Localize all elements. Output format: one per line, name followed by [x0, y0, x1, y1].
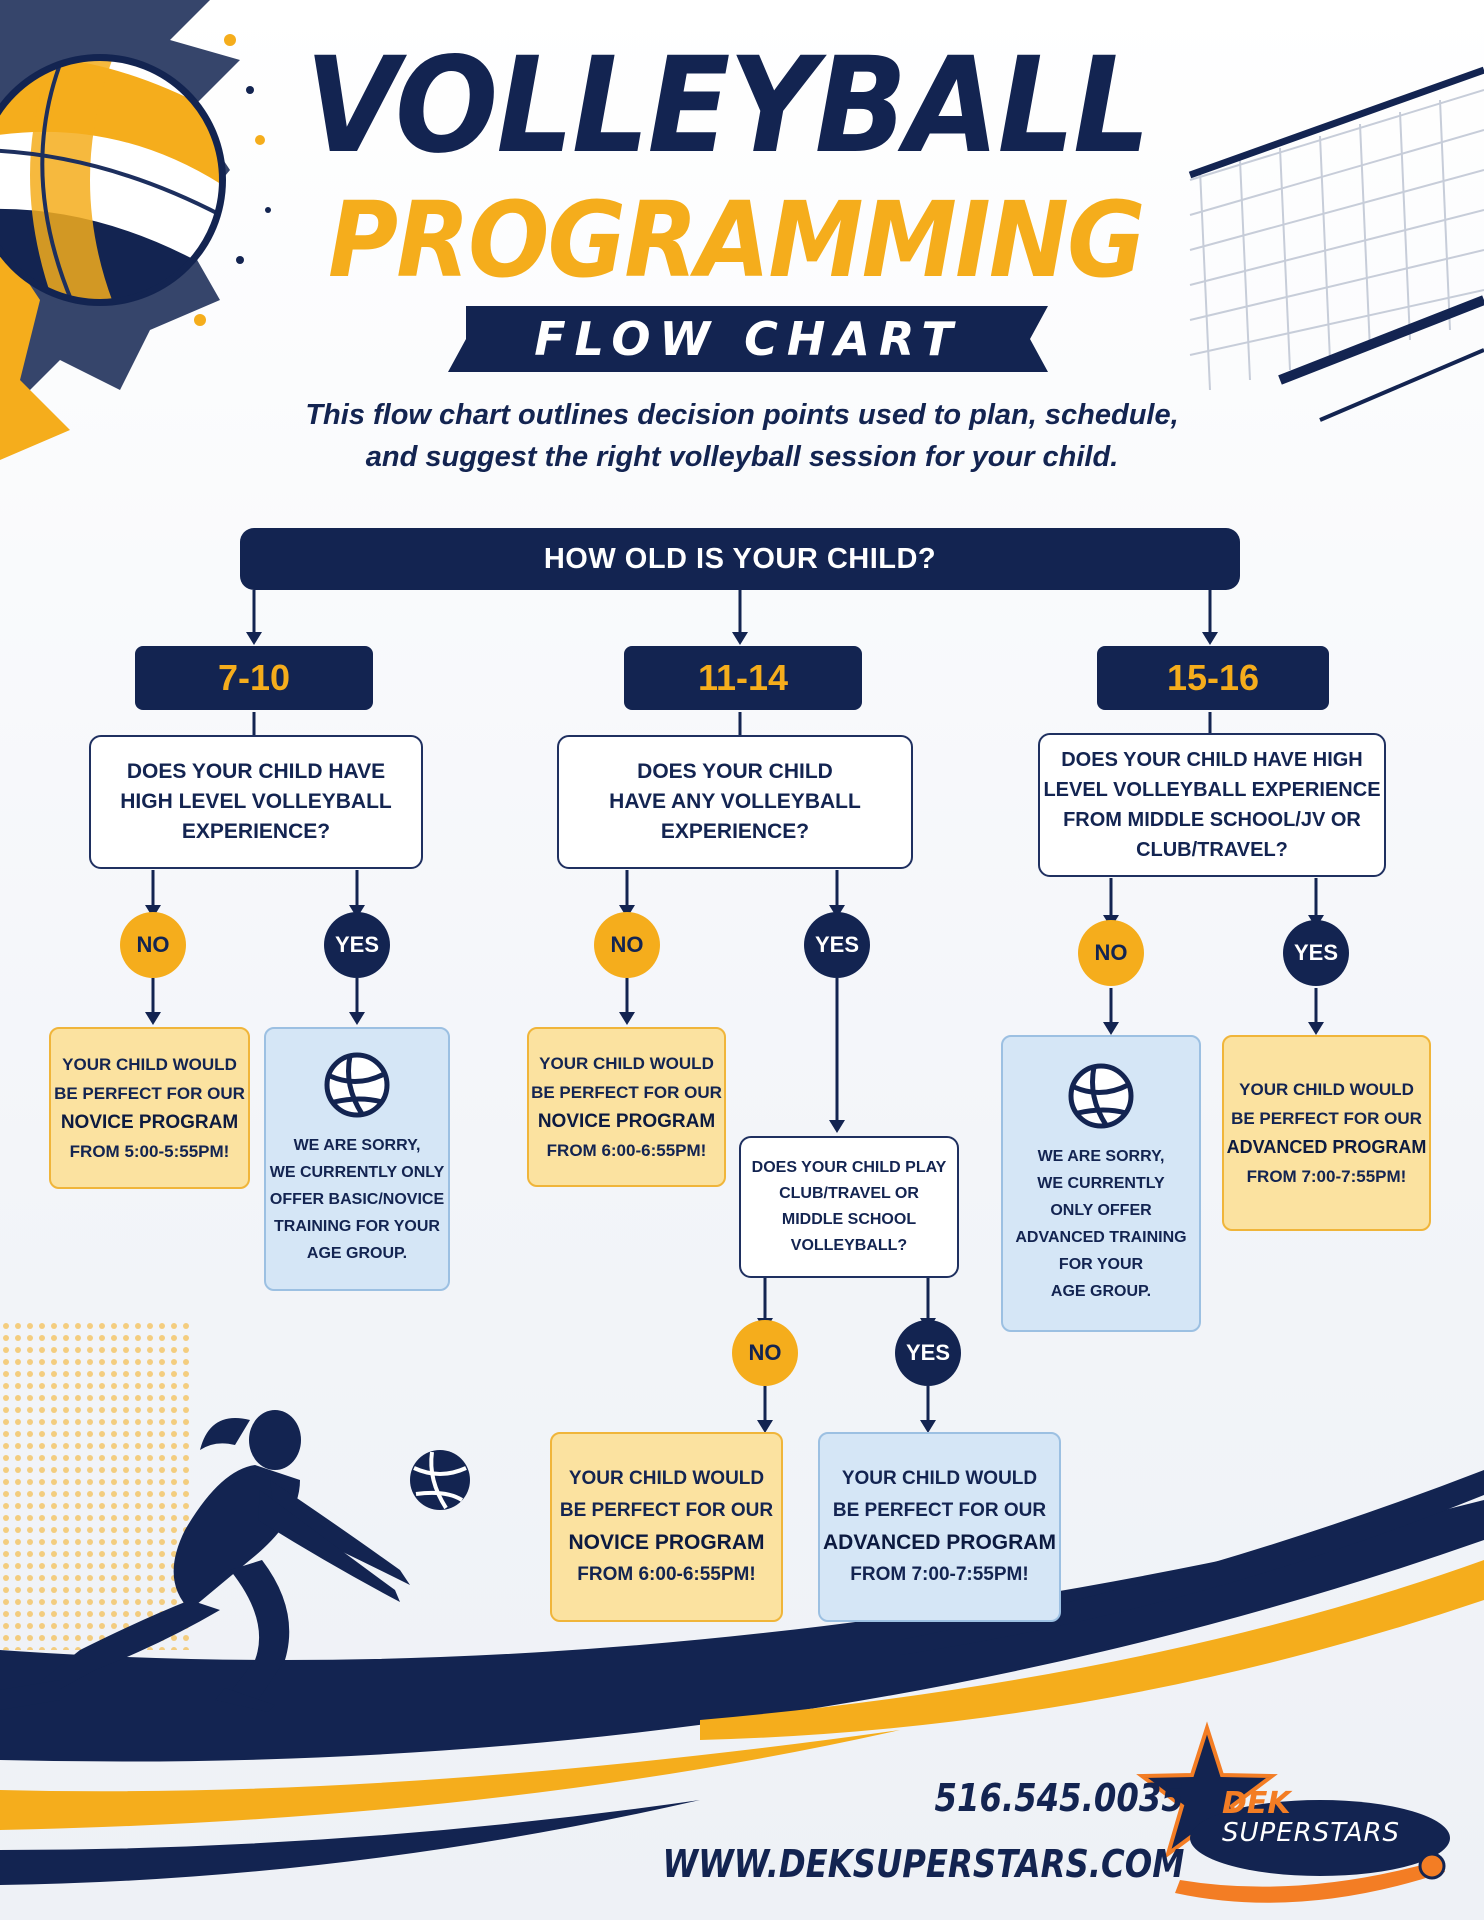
result-line: AGE GROUP. [306, 1244, 408, 1262]
question-7-10: DOES YOUR CHILD HAVE HIGH LEVEL VOLLEYBA… [89, 735, 423, 869]
result-line: BE PERFECT FOR OUR [832, 1500, 1047, 1521]
question-line: CLUB/TRAVEL? [1136, 839, 1288, 861]
result-line: YOUR CHILD WOULD [1239, 1080, 1414, 1099]
result-line: FROM 5:00-5:55PM! [69, 1142, 230, 1161]
result-line: BE PERFECT FOR OUR [1231, 1109, 1422, 1128]
result-line: YOUR CHILD WOULD [539, 1054, 714, 1073]
result-line: TRAINING FOR YOUR [274, 1217, 440, 1235]
question-line: FROM MIDDLE SCHOOL/JV OR [1063, 809, 1361, 831]
logo-text: SUPERSTARS [1222, 1818, 1401, 1848]
question-11-14: DOES YOUR CHILD HAVE ANY VOLLEYBALL EXPE… [557, 735, 913, 869]
result-line: WE ARE SORRY, [1037, 1147, 1165, 1165]
phone-number[interactable]: 516.545.0035 [934, 1776, 1184, 1820]
age-header-11-14: 11-14 [624, 646, 862, 710]
yes-badge: YES [895, 1320, 961, 1386]
result-program: NOVICE PROGRAM [568, 1531, 765, 1554]
result-line: FROM 6:00-6:55PM! [577, 1564, 756, 1585]
age-header-15-16: 15-16 [1097, 646, 1329, 710]
result-line: OFFER BASIC/NOVICE [269, 1190, 445, 1208]
yes-badge: YES [324, 912, 390, 978]
intro-text: This flow chart outlines decision points… [180, 394, 1304, 478]
question-line: LEVEL VOLLEYBALL EXPERIENCE [1043, 779, 1381, 801]
result-program: NOVICE PROGRAM [60, 1112, 239, 1133]
yes-badge: YES [804, 912, 870, 978]
sub-question-11-14: DOES YOUR CHILD PLAY CLUB/TRAVEL OR MIDD… [739, 1136, 959, 1278]
volleyball-icon [1068, 1063, 1134, 1128]
result-line: FOR YOUR [1058, 1255, 1144, 1273]
yes-badge: YES [1283, 920, 1349, 986]
result-novice-11-14: YOUR CHILD WOULD BE PERFECT FOR OUR NOVI… [527, 1027, 726, 1187]
volleyball-icon [0, 54, 226, 306]
question-line: EXPERIENCE? [660, 820, 810, 843]
question-line: HIGH LEVEL VOLLEYBALL [120, 790, 392, 813]
question-15-16: DOES YOUR CHILD HAVE HIGH LEVEL VOLLEYBA… [1038, 733, 1386, 877]
result-line: ADVANCED TRAINING [1015, 1228, 1187, 1246]
result-program: ADVANCED PROGRAM [1226, 1137, 1427, 1157]
title-line-1: VOLLEYBALL [305, 29, 1151, 183]
result-sorry-15-16: WE ARE SORRY, WE CURRENTLY ONLY OFFER AD… [1001, 1035, 1201, 1332]
result-line: FROM 6:00-6:55PM! [546, 1141, 707, 1160]
ribbon-label: FLOW CHART [534, 312, 962, 366]
question-line: DOES YOUR CHILD HAVE [126, 760, 386, 783]
result-line: FROM 7:00-7:55PM! [1246, 1167, 1407, 1186]
result-novice-11-14-sub: YOUR CHILD WOULD BE PERFECT FOR OUR NOVI… [550, 1432, 783, 1622]
question-line: DOES YOUR CHILD HAVE HIGH [1061, 749, 1363, 771]
intro-line: This flow chart outlines decision points… [305, 399, 1179, 431]
result-advanced-11-14-sub: YOUR CHILD WOULD BE PERFECT FOR OUR ADVA… [818, 1432, 1061, 1622]
result-novice-7-10: YOUR CHILD WOULD BE PERFECT FOR OUR NOVI… [49, 1027, 250, 1189]
question-line: DOES YOUR CHILD PLAY [751, 1159, 947, 1176]
no-badge: NO [1078, 920, 1144, 986]
intro-line: and suggest the right volleyball session… [365, 441, 1119, 473]
result-line: ONLY OFFER [1050, 1201, 1152, 1219]
question-line: DOES YOUR CHILD [637, 760, 833, 783]
result-line: BE PERFECT FOR OUR [54, 1084, 245, 1103]
question-line: MIDDLE SCHOOL [781, 1211, 917, 1228]
result-line: FROM 7:00-7:55PM! [850, 1564, 1029, 1585]
result-line: WE ARE SORRY, [293, 1136, 421, 1154]
question-line: HAVE ANY VOLLEYBALL [609, 790, 861, 813]
star-logo-icon [1136, 1721, 1450, 1903]
question-line: EXPERIENCE? [181, 820, 331, 843]
logo-text: DEK [1222, 1786, 1291, 1821]
result-line: YOUR CHILD WOULD [62, 1055, 237, 1074]
age-header-7-10: 7-10 [135, 646, 373, 710]
result-sorry-7-10: WE ARE SORRY, WE CURRENTLY ONLY OFFER BA… [264, 1027, 450, 1291]
title-line-2: PROGRAMMING [328, 179, 1146, 301]
result-program: NOVICE PROGRAM [537, 1111, 716, 1132]
net-graphic [1188, 66, 1484, 422]
volleyball-icon [410, 1450, 470, 1510]
result-line: BE PERFECT FOR OUR [559, 1500, 774, 1521]
title-ribbon: FLOW CHART [448, 306, 1048, 372]
result-advanced-15-16: YOUR CHILD WOULD BE PERFECT FOR OUR ADVA… [1222, 1035, 1431, 1231]
result-line: YOUR CHILD WOULD [841, 1468, 1038, 1489]
result-program: ADVANCED PROGRAM [823, 1531, 1056, 1554]
no-badge: NO [120, 912, 186, 978]
question-line: VOLLEYBALL? [790, 1237, 908, 1254]
result-line: WE CURRENTLY ONLY [269, 1163, 445, 1181]
question-line: CLUB/TRAVEL OR [779, 1185, 919, 1202]
halftone-dots [0, 1320, 190, 1650]
root-question: HOW OLD IS YOUR CHILD? [240, 528, 1240, 590]
no-badge: NO [594, 912, 660, 978]
connector-lines [151, 590, 1318, 1420]
result-line: WE CURRENTLY [1037, 1174, 1165, 1192]
volleyball-icon [324, 1052, 390, 1117]
player-silhouette [0, 1410, 410, 1712]
result-line: AGE GROUP. [1050, 1282, 1152, 1300]
result-line: BE PERFECT FOR OUR [531, 1083, 722, 1102]
result-line: YOUR CHILD WOULD [568, 1468, 765, 1489]
website-link[interactable]: WWW.DEKSUPERSTARS.COM [662, 1842, 1185, 1886]
no-badge: NO [732, 1320, 798, 1386]
